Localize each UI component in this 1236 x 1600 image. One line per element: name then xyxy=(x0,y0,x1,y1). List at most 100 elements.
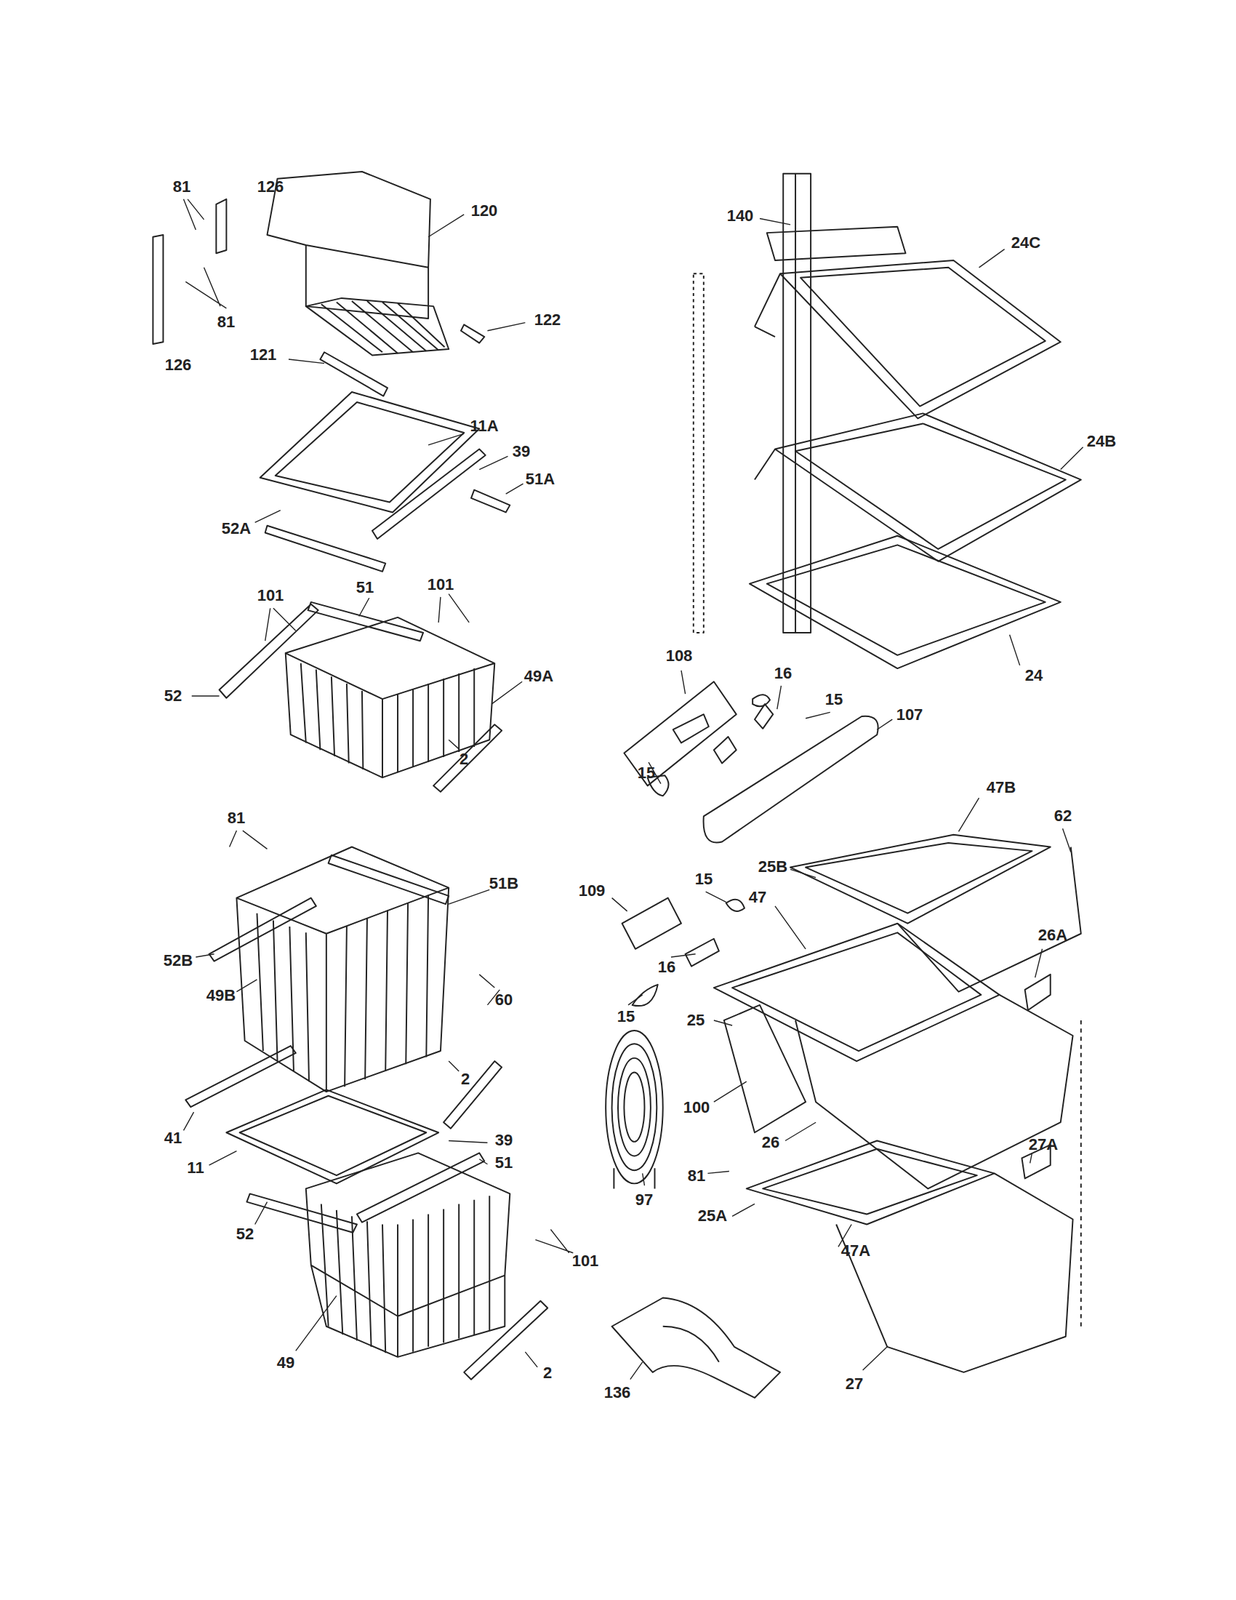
refrigerator-parts-shape xyxy=(703,716,879,843)
callout-number: 15 xyxy=(617,1008,635,1025)
freezer-parts-shape xyxy=(301,663,475,773)
callout-number: 49 xyxy=(277,1354,295,1371)
refrigerator-parts-shape xyxy=(612,1297,781,1397)
leader-lines-shape xyxy=(612,218,1084,1379)
callout-number: 39 xyxy=(495,1132,513,1149)
callout-number: 126 xyxy=(165,356,192,373)
freezer-parts xyxy=(152,171,548,1380)
callout-number: 108 xyxy=(665,647,693,664)
refrigerator-parts-shape xyxy=(790,834,1051,924)
freezer-parts-shape xyxy=(260,391,480,513)
callout-number: 27A xyxy=(1028,1136,1058,1153)
freezer-parts-shape xyxy=(246,1152,485,1232)
refrigerator-parts xyxy=(605,173,1082,1398)
refrigerator-parts-shape xyxy=(605,1030,664,1183)
callout-number: 26 xyxy=(761,1134,780,1151)
callout-number: 81 xyxy=(227,809,246,826)
callout-number: 107 xyxy=(896,706,924,723)
refrigerator-parts-shape xyxy=(746,1140,995,1224)
callout-number: 47 xyxy=(748,889,767,906)
refrigerator-parts-shape xyxy=(623,1072,645,1142)
leader-lines-shape xyxy=(255,214,526,523)
callout-number: 60 xyxy=(495,991,513,1008)
freezer-parts-shape xyxy=(265,448,511,571)
freezer-parts-shape xyxy=(321,301,445,354)
callout-number: 81 xyxy=(217,314,235,331)
callout-number: 47A xyxy=(841,1242,871,1259)
callout-number: 2 xyxy=(460,1070,470,1087)
callout-number: 15 xyxy=(695,871,713,888)
callout-number: 81 xyxy=(173,178,191,195)
callout-number: 109 xyxy=(578,882,606,899)
freezer-parts-shape xyxy=(219,602,424,698)
callout-number: 25 xyxy=(687,1012,705,1029)
callout-number: 41 xyxy=(164,1129,182,1146)
callout-number: 120 xyxy=(471,202,499,219)
callout-number: 49B xyxy=(206,987,236,1004)
callout-number: 52 xyxy=(164,687,182,704)
refrigerator-parts-shape xyxy=(713,703,773,763)
refrigerator-parts-shape xyxy=(623,681,736,786)
freezer-parts-shape xyxy=(285,617,496,778)
leader-lines-shape xyxy=(183,1111,573,1367)
callout-number: 51 xyxy=(356,579,374,596)
leader-lines-shape xyxy=(265,594,470,642)
callout-number: 101 xyxy=(427,576,455,593)
callout-number: 25B xyxy=(758,858,788,875)
refrigerator-parts-shape xyxy=(754,412,1082,561)
callout-number: 126 xyxy=(257,178,285,195)
callout-number: 51 xyxy=(495,1154,513,1171)
refrigerator-parts-shape xyxy=(1080,1020,1082,1327)
callout-number: 49A xyxy=(524,668,554,685)
callout-number: 39 xyxy=(512,443,531,460)
refrigerator-parts-shape xyxy=(647,694,770,796)
callout-number: 100 xyxy=(683,1099,711,1116)
freezer-parts-shape xyxy=(443,1060,502,1129)
leader-lines xyxy=(183,199,1083,1380)
callout-number: 52B xyxy=(163,952,193,969)
freezer-parts-shape xyxy=(266,171,430,268)
freezer-parts-shape xyxy=(321,1195,490,1353)
refrigerator-parts-shape xyxy=(724,1004,806,1133)
callout-number: 122 xyxy=(534,311,562,328)
freezer-parts-shape xyxy=(463,1300,548,1380)
callout-number: 25A xyxy=(697,1207,728,1224)
callout-number: 15 xyxy=(637,764,656,781)
callout-number: 47B xyxy=(986,779,1016,796)
callout-number: 136 xyxy=(604,1384,632,1401)
callout-number: 24C xyxy=(1011,234,1041,251)
callout-number: 101 xyxy=(572,1252,600,1269)
callout-number: 62 xyxy=(1054,807,1072,824)
freezer-parts-shape xyxy=(226,1089,439,1183)
callout-number: 81 xyxy=(687,1167,706,1184)
leader-lines-shape xyxy=(183,199,227,309)
refrigerator-parts-shape xyxy=(783,173,811,633)
refrigerator-parts-shape xyxy=(612,1043,658,1170)
callout-number: 24B xyxy=(1086,433,1117,450)
freezer-parts-shape xyxy=(306,298,449,356)
callout-number: 24 xyxy=(1025,667,1043,684)
refrigerator-parts-shape xyxy=(693,273,704,633)
freezer-parts-shape xyxy=(319,324,485,396)
freezer-parts-shape xyxy=(433,724,502,792)
refrigerator-parts-shape xyxy=(754,260,1061,419)
freezer-parts-shape xyxy=(152,199,227,344)
refrigerator-parts-shape xyxy=(836,1172,1073,1372)
callout-number: 27 xyxy=(845,1375,864,1392)
leader-lines-shape xyxy=(195,889,500,1071)
refrigerator-parts-shape xyxy=(713,923,1000,1061)
callout-number: 52A xyxy=(221,520,251,537)
callout-number: 15 xyxy=(825,691,843,708)
callout-number: 51B xyxy=(489,875,519,892)
refrigerator-parts-shape xyxy=(632,899,745,1006)
callout-number: 2 xyxy=(459,751,469,768)
freezer-parts-shape xyxy=(185,1045,296,1107)
callout-number: 16 xyxy=(774,665,792,682)
callout-number: 97 xyxy=(635,1191,653,1208)
freezer-parts-shape xyxy=(209,855,450,962)
callout-number: 121 xyxy=(250,346,278,363)
callout-number: 26A xyxy=(1038,927,1068,943)
callout-number: 101 xyxy=(257,587,285,604)
